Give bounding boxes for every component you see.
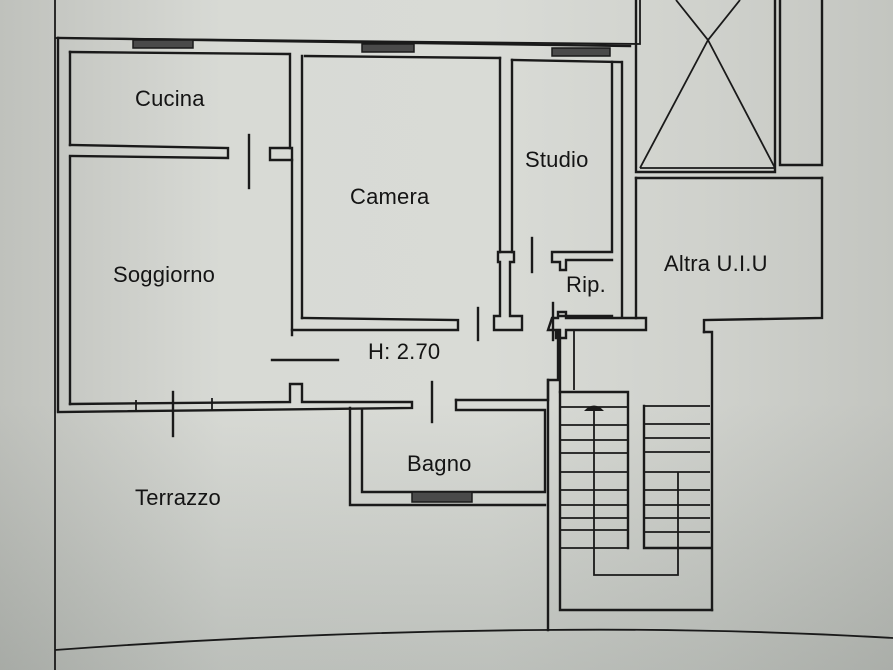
room-label-bagno: Bagno <box>407 451 472 476</box>
terrace-bottom-edge <box>54 628 893 651</box>
room-label-studio: Studio <box>525 147 589 172</box>
stair-west-walls <box>546 328 714 632</box>
corridor-east-wall <box>454 328 560 402</box>
soggiorno-east-wall <box>288 52 294 337</box>
ceiling-height-label: H: 2.70 <box>368 339 441 364</box>
stair-arrow-icon <box>584 405 604 411</box>
studio-wall-end <box>492 250 524 332</box>
stair-treads-right <box>644 405 710 533</box>
window-studio <box>551 47 611 57</box>
room-label-altra-uiu: Altra U.I.U <box>664 251 768 276</box>
window-camera <box>361 43 415 53</box>
stair-core <box>558 390 712 550</box>
adjacent-column <box>778 0 824 167</box>
shaft-x-mark-top <box>675 0 741 42</box>
soggiorno-south-wall <box>56 382 414 414</box>
wall-stub <box>268 146 294 162</box>
room-label-terrazzo: Terrazzo <box>135 485 221 510</box>
room-label-cucina: Cucina <box>135 86 205 111</box>
shaft-walls <box>634 0 777 174</box>
altra-uiu-walls <box>634 176 824 334</box>
bagno-walls <box>348 406 547 507</box>
room-label-camera: Camera <box>350 184 430 209</box>
rip-south-wall <box>546 310 648 340</box>
studio-east-wall <box>610 60 624 318</box>
upper-building-edge <box>54 0 641 45</box>
stair-direction-line <box>593 410 679 576</box>
shaft-x-mark <box>639 38 776 169</box>
window-cucina <box>132 39 194 49</box>
north-wall-inner <box>68 50 622 64</box>
camera-studio-wall <box>498 56 514 254</box>
camera-south-wall <box>290 316 460 332</box>
window-bagno <box>411 491 473 503</box>
room-label-ripostiglio: Rip. <box>566 272 606 297</box>
studio-rip-wall <box>550 250 614 272</box>
bagno-east-wall <box>454 398 547 492</box>
room-label-soggiorno: Soggiorno <box>113 262 216 287</box>
window-terrazzo-marks <box>135 398 213 412</box>
stair-east-wall <box>702 330 714 612</box>
cucina-soggiorno-wall <box>68 143 230 160</box>
